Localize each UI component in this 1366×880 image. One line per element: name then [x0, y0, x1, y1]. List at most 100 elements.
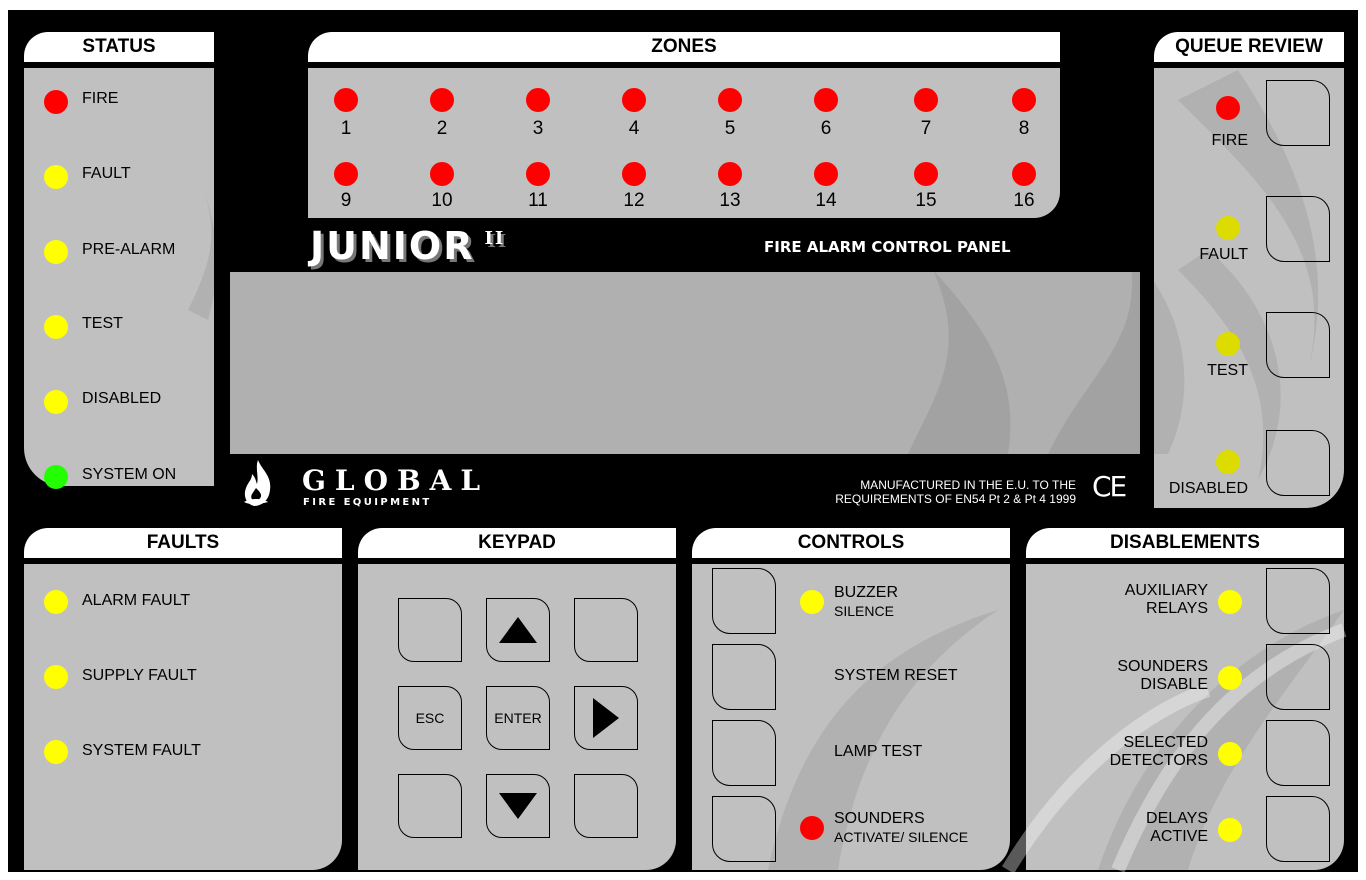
global-logo-subtext: FIRE EQUIPMENT [303, 497, 432, 508]
status-fire-label: FIRE [82, 90, 118, 108]
fire-alarm-panel: STATUS ZONES QUEUE REVIEW FAULTS KEYPAD … [8, 10, 1358, 872]
zone-led-3 [526, 88, 550, 112]
keypad-down-button[interactable] [486, 774, 550, 838]
zone-led-8 [1012, 88, 1036, 112]
queue-test-led [1216, 332, 1240, 356]
system-fault-label: SYSTEM FAULT [82, 742, 201, 760]
delays-active-button[interactable] [1266, 796, 1330, 862]
junior-logo-text: JUNIOR [310, 224, 475, 268]
zone-label-10: 10 [427, 190, 457, 212]
zone-led-16 [1012, 162, 1036, 186]
sounders-disable-led [1218, 666, 1242, 690]
zone-led-4 [622, 88, 646, 112]
keypad-bottom-left-button[interactable] [398, 774, 462, 838]
arrow-down-icon [499, 793, 537, 819]
auxiliary-relays-button[interactable] [1266, 568, 1330, 634]
zone-label-3: 3 [523, 118, 553, 140]
zone-led-5 [718, 88, 742, 112]
sounders-button[interactable] [712, 796, 776, 862]
zone-label-7: 7 [911, 118, 941, 140]
buzzer-label-sub: SILENCE [834, 602, 898, 620]
selected-detectors-line2: DETECTORS [1110, 752, 1208, 769]
queue-fault-button[interactable] [1266, 196, 1330, 262]
zone-led-15 [914, 162, 938, 186]
queue-disabled-button[interactable] [1266, 430, 1330, 496]
status-fault-label: FAULT [82, 165, 131, 183]
zone-label-1: 1 [331, 118, 361, 140]
queue-fault-label: FAULT [1158, 246, 1248, 264]
buzzer-silence-button[interactable] [712, 568, 776, 634]
zones-box [308, 68, 1060, 218]
auxiliary-relays-label: AUXILIARY RELAYS [1068, 582, 1208, 618]
panel-subtitle: FIRE ALARM CONTROL PANEL [764, 238, 1011, 256]
buzzer-label-main: BUZZER [834, 584, 898, 601]
queue-fire-label: FIRE [1158, 132, 1248, 150]
keypad-esc-button[interactable]: ESC [398, 686, 462, 750]
global-logo-text: GLOBAL [302, 464, 489, 497]
status-pre-alarm-label: PRE-ALARM [82, 241, 175, 259]
buzzer-led [800, 590, 824, 614]
queue-disabled-led [1216, 450, 1240, 474]
sounders-disable-line1: SOUNDERS [1117, 658, 1208, 675]
sounders-disable-line2: DISABLE [1140, 676, 1208, 693]
queue-test-button[interactable] [1266, 312, 1330, 378]
lamp-test-button[interactable] [712, 720, 776, 786]
auxiliary-relays-line1: AUXILIARY [1125, 582, 1208, 599]
queue-fire-button[interactable] [1266, 80, 1330, 146]
alarm-fault-led [44, 590, 68, 614]
test-led [44, 315, 68, 339]
auxiliary-relays-led [1218, 590, 1242, 614]
pre-alarm-led [44, 240, 68, 264]
junior-logo: JUNIOR II [310, 224, 505, 268]
arrow-up-icon [499, 617, 537, 643]
alarm-fault-label: ALARM FAULT [82, 592, 190, 610]
selected-detectors-label: SELECTED DETECTORS [1068, 734, 1208, 770]
keypad-bottom-right-button[interactable] [574, 774, 638, 838]
junior-logo-suffix: II [485, 228, 506, 249]
sounders-disable-label: SOUNDERS DISABLE [1068, 658, 1208, 694]
queue-disabled-label: DISABLED [1158, 480, 1248, 498]
auxiliary-relays-line2: RELAYS [1146, 600, 1208, 617]
status-header: STATUS [24, 32, 214, 62]
compliance-line-2: REQUIREMENTS OF EN54 Pt 2 & Pt 4 1999 [768, 492, 1076, 506]
zone-label-9: 9 [331, 190, 361, 212]
selected-detectors-button[interactable] [1266, 720, 1330, 786]
faults-header: FAULTS [24, 528, 342, 558]
sounders-disable-button[interactable] [1266, 644, 1330, 710]
zone-label-6: 6 [811, 118, 841, 140]
keypad-right-button[interactable] [574, 686, 638, 750]
buzzer-silence-label: BUZZER SILENCE [834, 584, 898, 620]
keypad-top-right-button[interactable] [574, 598, 638, 662]
zone-led-7 [914, 88, 938, 112]
arrow-right-icon [593, 698, 619, 738]
status-system-on-label: SYSTEM ON [82, 466, 176, 484]
ce-mark: CE [1092, 470, 1125, 503]
system-fault-led [44, 740, 68, 764]
flame-logo-icon [240, 458, 276, 510]
disablements-header: DISABLEMENTS [1026, 528, 1344, 558]
zone-label-13: 13 [715, 190, 745, 212]
keypad-up-button[interactable] [486, 598, 550, 662]
delays-active-line2: ACTIVE [1150, 828, 1208, 845]
zone-led-9 [334, 162, 358, 186]
sounders-label-main: SOUNDERS [834, 810, 925, 827]
queue-test-label: TEST [1158, 362, 1248, 380]
zone-label-4: 4 [619, 118, 649, 140]
lamp-test-label: LAMP TEST [834, 743, 922, 761]
selected-detectors-line1: SELECTED [1124, 734, 1208, 751]
keypad-enter-button[interactable]: ENTER [486, 686, 550, 750]
system-reset-button[interactable] [712, 644, 776, 710]
supply-fault-led [44, 665, 68, 689]
zone-label-12: 12 [619, 190, 649, 212]
queue-fire-led [1216, 96, 1240, 120]
system-on-led [44, 465, 68, 489]
zone-label-8: 8 [1009, 118, 1039, 140]
zone-led-11 [526, 162, 550, 186]
sounders-led [800, 816, 824, 840]
zones-header: ZONES [308, 32, 1060, 62]
queue-review-header: QUEUE REVIEW [1154, 32, 1344, 62]
sounders-label-sub: ACTIVATE/ SILENCE [834, 828, 968, 846]
keypad-top-left-button[interactable] [398, 598, 462, 662]
zone-label-16: 16 [1009, 190, 1039, 212]
sounders-label: SOUNDERS ACTIVATE/ SILENCE [834, 810, 968, 846]
